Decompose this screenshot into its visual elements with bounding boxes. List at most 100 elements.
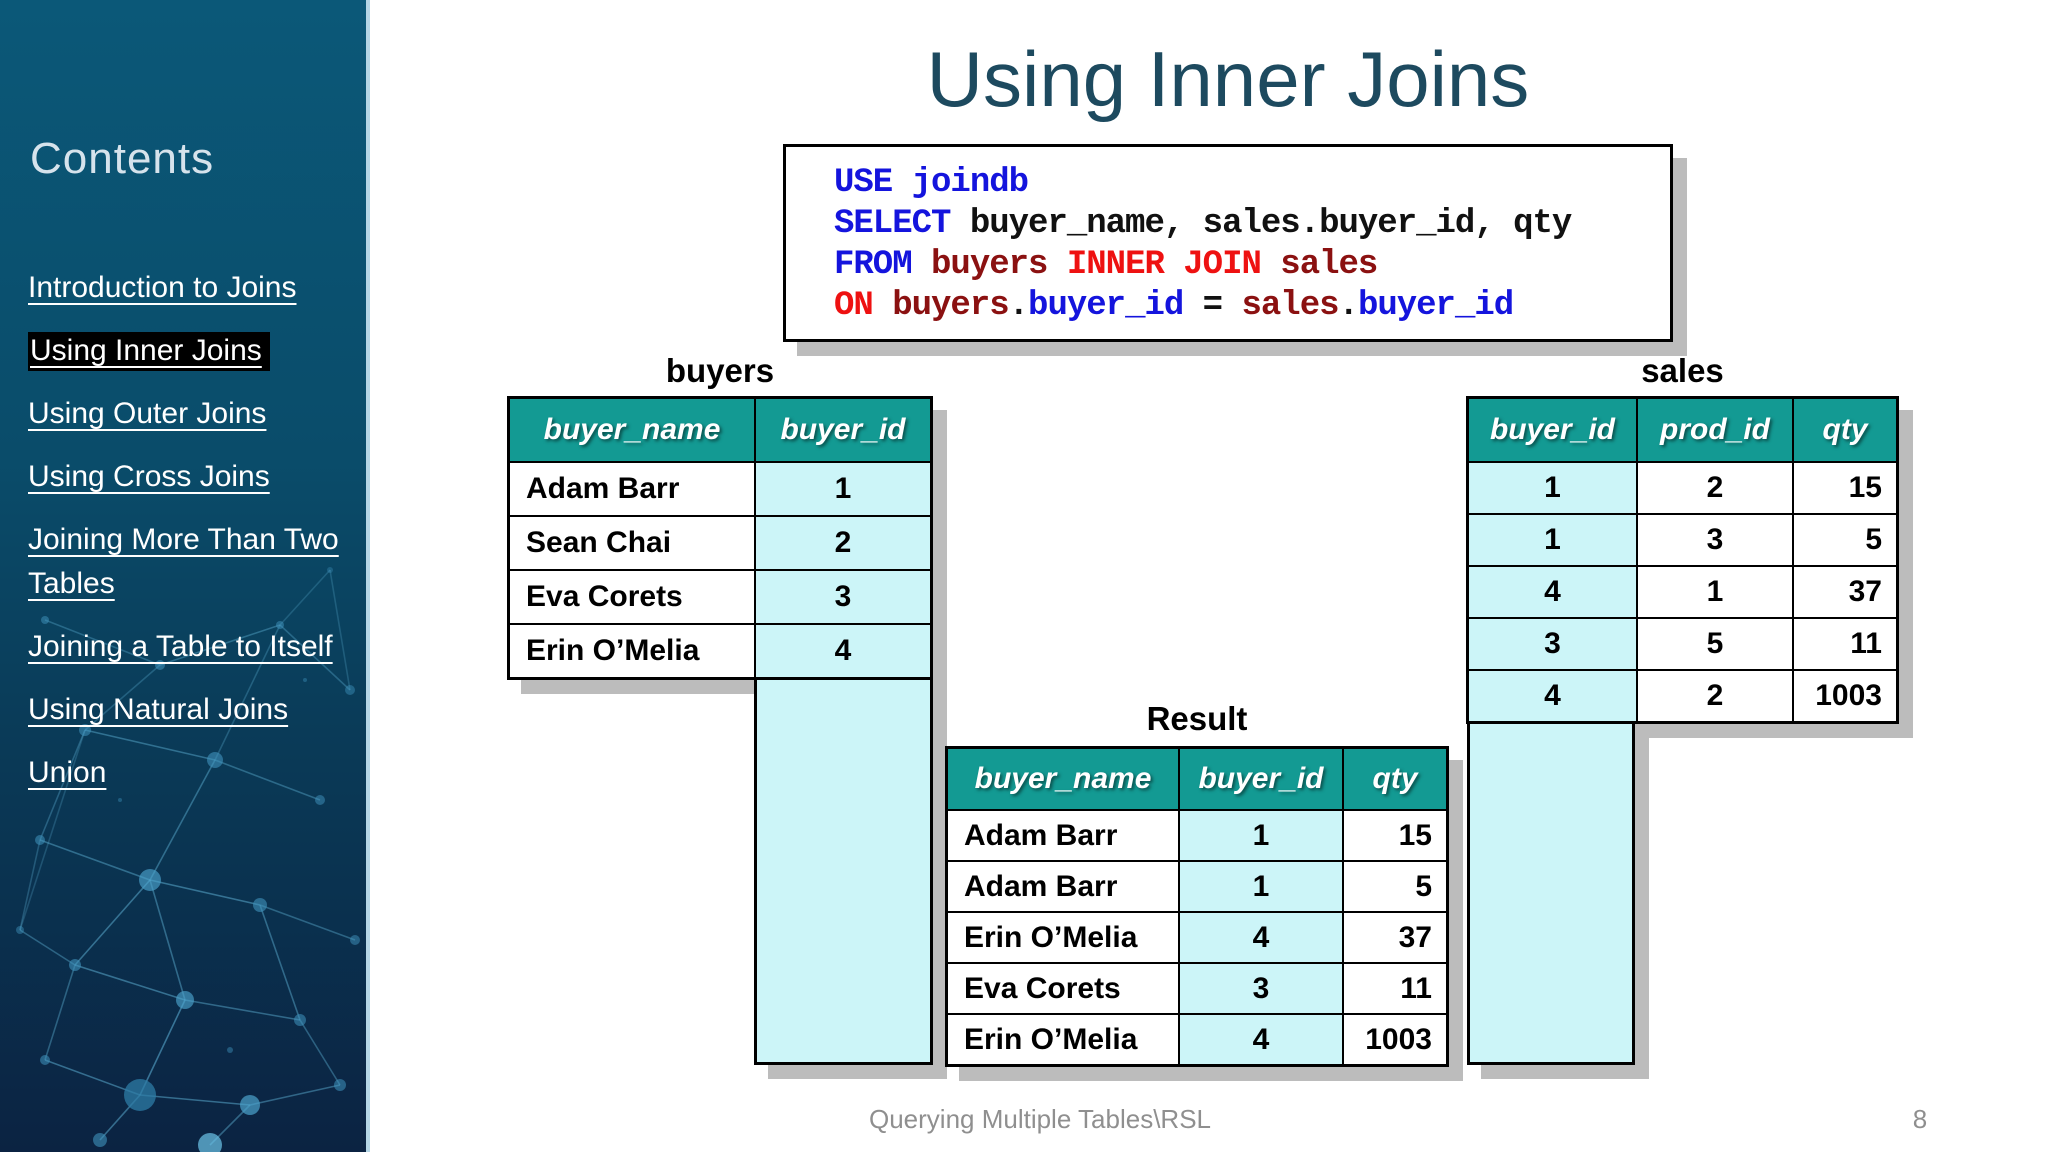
table-cell: 4 xyxy=(1180,1015,1342,1064)
sidebar-item-using-natural-joins[interactable]: Using Natural Joins xyxy=(28,688,342,732)
table-cell: Adam Barr xyxy=(948,862,1178,911)
table-cell: Eva Corets xyxy=(948,964,1178,1013)
sql-token: FROM xyxy=(834,246,932,284)
sql-token: sales xyxy=(1241,287,1340,325)
sidebar-item-label[interactable]: Joining a Table to Itself xyxy=(28,630,333,663)
column-header-qty: qty xyxy=(1344,749,1446,809)
network-pattern xyxy=(16,567,360,1152)
table-cell: 37 xyxy=(1344,913,1446,962)
table-cell: Erin O’Melia xyxy=(948,1015,1178,1064)
table-cell: 4 xyxy=(756,625,930,677)
sql-token: buyers xyxy=(931,246,1067,284)
sidebar-item-joining-more-than-two-tables[interactable]: Joining More Than Two Tables xyxy=(28,518,342,606)
table-cell: 3 xyxy=(1469,619,1636,669)
sql-code-line: FROM buyers INNER JOIN sales xyxy=(834,245,1670,286)
sidebar-item-using-inner-joins[interactable]: Using Inner Joins xyxy=(28,329,342,373)
sql-token: buyer_name, sales.buyer_id, qty xyxy=(969,205,1573,243)
sidebar-item-label[interactable]: Using Inner Joins xyxy=(28,332,270,371)
table-cell: 3 xyxy=(756,571,930,623)
table-cell: 5 xyxy=(1638,619,1792,669)
buyers-buyer-id-extension-band xyxy=(754,680,933,1065)
sidebar-item-label[interactable]: Using Natural Joins xyxy=(28,693,289,726)
sql-token: . xyxy=(1338,287,1359,325)
sql-token: buyer_id xyxy=(1028,287,1184,325)
column-header-buyer_name: buyer_name xyxy=(510,399,754,461)
table-cell: 4 xyxy=(1180,913,1342,962)
sidebar-item-label[interactable]: Introduction to Joins xyxy=(28,271,297,304)
sidebar-item-label[interactable]: Union xyxy=(28,756,107,789)
table-cell: 4 xyxy=(1469,567,1636,617)
sidebar-item-joining-a-table-to-itself[interactable]: Joining a Table to Itself xyxy=(28,625,342,669)
table-cell: 1 xyxy=(1469,515,1636,565)
sql-token: buyer_id xyxy=(1357,287,1514,325)
sales-buyer-id-extension-band xyxy=(1467,724,1635,1065)
table-cell: 1 xyxy=(1180,811,1342,860)
sql-token: buyers xyxy=(872,287,1009,325)
sidebar-item-introduction-to-joins[interactable]: Introduction to Joins xyxy=(28,266,342,310)
sql-token: INNER JOIN xyxy=(1066,246,1262,284)
table-cell: 1 xyxy=(1180,862,1342,911)
sql-code-line: SELECT buyer_name, sales.buyer_id, qty xyxy=(834,204,1670,245)
table-cell: 1003 xyxy=(1344,1015,1446,1064)
table-cell: 5 xyxy=(1794,515,1896,565)
column-header-buyer_id: buyer_id xyxy=(756,399,930,461)
table-cell: 2 xyxy=(1638,671,1792,721)
sql-token: . xyxy=(1008,287,1029,325)
sql-token: USE xyxy=(834,164,912,202)
table-cell: Adam Barr xyxy=(510,463,754,515)
sidebar-item-label[interactable]: Using Cross Joins xyxy=(28,460,270,493)
column-header-buyer_name: buyer_name xyxy=(948,749,1178,809)
table-cell: 3 xyxy=(1638,515,1792,565)
table-cell: 3 xyxy=(1180,964,1342,1013)
sql-token: sales xyxy=(1260,246,1378,284)
sidebar-item-using-cross-joins[interactable]: Using Cross Joins xyxy=(28,455,342,499)
sidebar-item-label[interactable]: Joining More Than Two Tables xyxy=(28,523,339,600)
sidebar-item-union[interactable]: Union xyxy=(28,751,342,795)
column-header-prod_id: prod_id xyxy=(1638,399,1792,461)
table-cell: Erin O’Melia xyxy=(510,625,754,677)
table-cell: Eva Corets xyxy=(510,571,754,623)
table-cell: 1 xyxy=(1638,567,1792,617)
sql-code-line: USE joindb xyxy=(834,163,1670,204)
column-header-qty: qty xyxy=(1794,399,1896,461)
table-cell: Sean Chai xyxy=(510,517,754,569)
sql-token: SELECT xyxy=(834,205,970,243)
sql-code-line: ON buyers.buyer_id = sales.buyer_id xyxy=(834,286,1670,327)
sidebar-item-label[interactable]: Using Outer Joins xyxy=(28,397,267,430)
sql-token: = xyxy=(1183,287,1242,325)
table-cell: 2 xyxy=(1638,463,1792,513)
sidebar-item-using-outer-joins[interactable]: Using Outer Joins xyxy=(28,392,342,436)
table-cell: 4 xyxy=(1469,671,1636,721)
table-cell: 11 xyxy=(1794,619,1896,669)
contents-heading: Contents xyxy=(30,134,215,183)
buyers-table-label: buyers xyxy=(665,352,775,389)
page-number: 8 xyxy=(1912,1104,1928,1134)
result-table-label: Result xyxy=(1146,700,1248,737)
table-cell: 37 xyxy=(1794,567,1896,617)
sql-token: joindb xyxy=(911,164,1029,202)
sales-table-label: sales xyxy=(1641,352,1724,389)
table-cell: 1 xyxy=(756,463,930,515)
table-cell: 5 xyxy=(1344,862,1446,911)
sql-token: ON xyxy=(834,287,874,325)
column-header-buyer_id: buyer_id xyxy=(1469,399,1636,461)
table-cell: 2 xyxy=(756,517,930,569)
table-cell: 11 xyxy=(1344,964,1446,1013)
table-cell: Erin O’Melia xyxy=(948,913,1178,962)
table-cell: Adam Barr xyxy=(948,811,1178,860)
column-header-buyer_id: buyer_id xyxy=(1180,749,1342,809)
page-title: Using Inner Joins xyxy=(926,35,1530,123)
table-cell: 15 xyxy=(1344,811,1446,860)
footer-text: Querying Multiple Tables\RSL xyxy=(868,1104,1212,1134)
table-cell: 1 xyxy=(1469,463,1636,513)
table-cell: 1003 xyxy=(1794,671,1896,721)
